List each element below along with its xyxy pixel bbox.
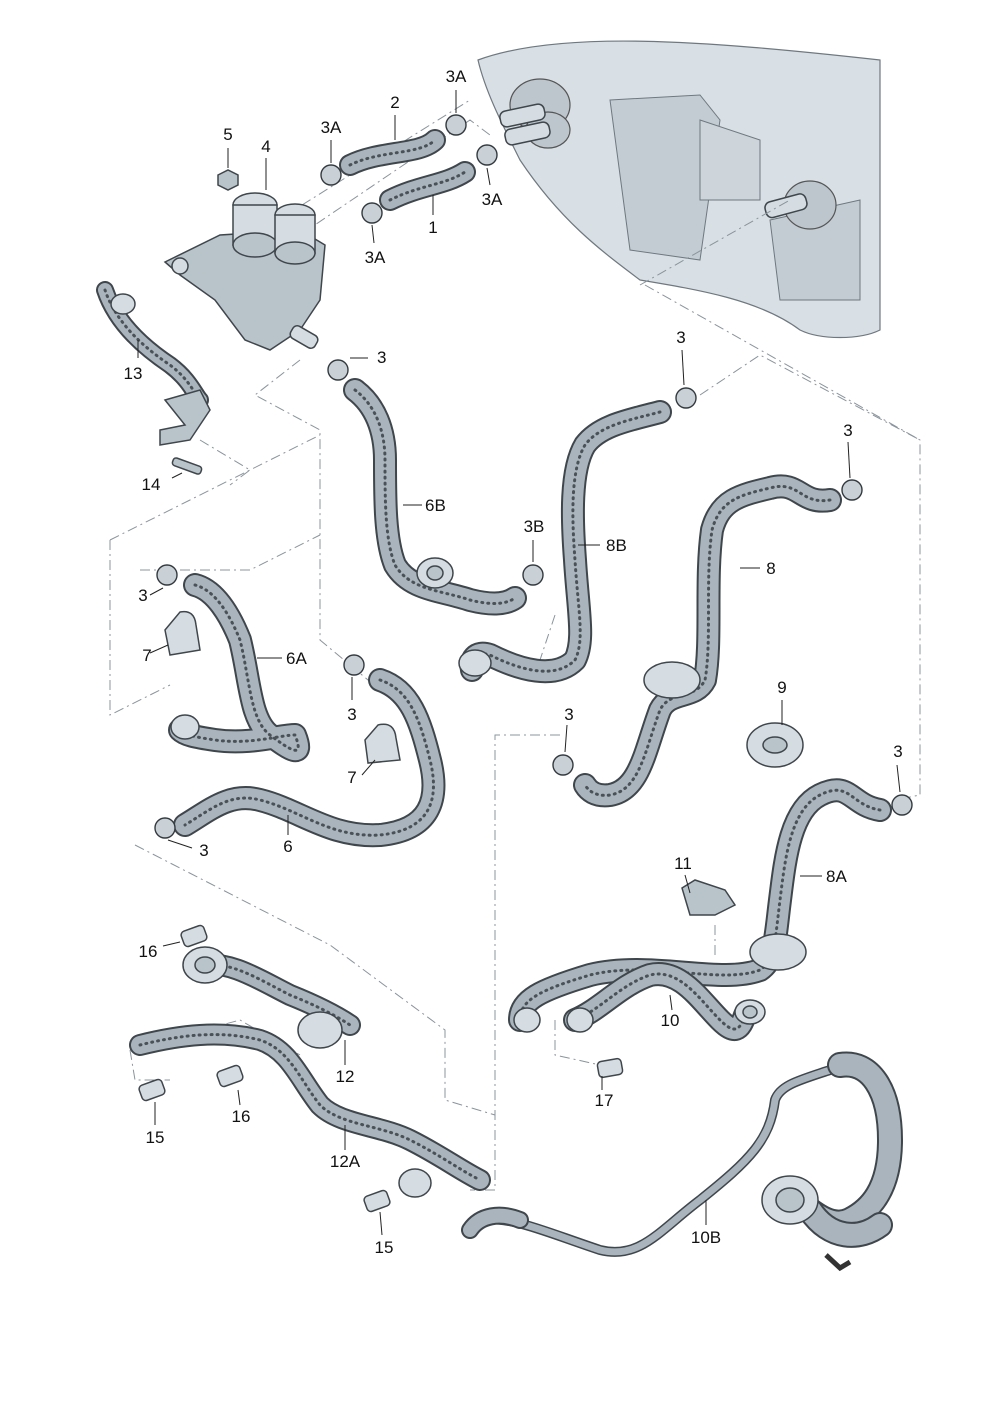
callout-3-6-bottom: 3 — [199, 841, 208, 860]
callout-2: 2 — [390, 93, 399, 112]
callout-3-8b: 3 — [676, 328, 685, 347]
callout-6: 6 — [283, 837, 292, 856]
callout-15-left: 15 — [146, 1128, 165, 1147]
callout-9: 9 — [777, 678, 786, 697]
callout-14: 14 — [142, 475, 161, 494]
callout-3a-top: 3A — [446, 67, 467, 86]
callout-10b: 10B — [691, 1228, 721, 1247]
callout-13: 13 — [124, 364, 143, 383]
callout-16-bottom: 16 — [232, 1107, 251, 1126]
hose-clips — [154, 114, 913, 839]
small-parts — [110, 293, 852, 1272]
body-panel — [477, 40, 881, 339]
callout-3-valve: 3 — [377, 348, 386, 367]
callout-7-right: 7 — [347, 768, 356, 787]
callout-3-6-top: 3 — [347, 705, 356, 724]
callout-4: 4 — [261, 137, 270, 156]
callout-6a: 6A — [286, 649, 307, 668]
callout-3-6a: 3 — [138, 586, 147, 605]
hoses — [96, 129, 903, 1257]
callout-3b: 3B — [524, 517, 545, 536]
callout-16-top: 16 — [139, 942, 158, 961]
callout-6b: 6B — [425, 496, 446, 515]
callout-12a: 12A — [330, 1152, 361, 1171]
callout-10: 10 — [661, 1011, 680, 1030]
callout-8b: 8B — [606, 536, 627, 555]
callout-12: 12 — [336, 1067, 355, 1086]
leader-lines — [137, 90, 901, 1236]
callout-1: 1 — [428, 218, 437, 237]
callout-3-8a: 3 — [893, 742, 902, 761]
valve-unit — [163, 169, 326, 351]
callout-labels: 1 2 3 3 3 3 3 3 3 3 5 3A 3A 3A 3A 3B 4 6… — [124, 67, 903, 1257]
callout-3-8: 3 — [843, 421, 852, 440]
callout-7-left: 7 — [142, 646, 151, 665]
callout-8a: 8A — [826, 867, 847, 886]
callout-17: 17 — [595, 1091, 614, 1110]
callout-15-right: 15 — [375, 1238, 394, 1257]
callout-5: 5 — [223, 125, 232, 144]
callout-3a-right: 3A — [482, 190, 503, 209]
callout-8: 8 — [766, 559, 775, 578]
callout-3a-bottom: 3A — [365, 248, 386, 267]
callout-3-8-bottom: 3 — [564, 705, 573, 724]
callout-3a-left: 3A — [321, 118, 342, 137]
callout-11: 11 — [674, 854, 692, 873]
